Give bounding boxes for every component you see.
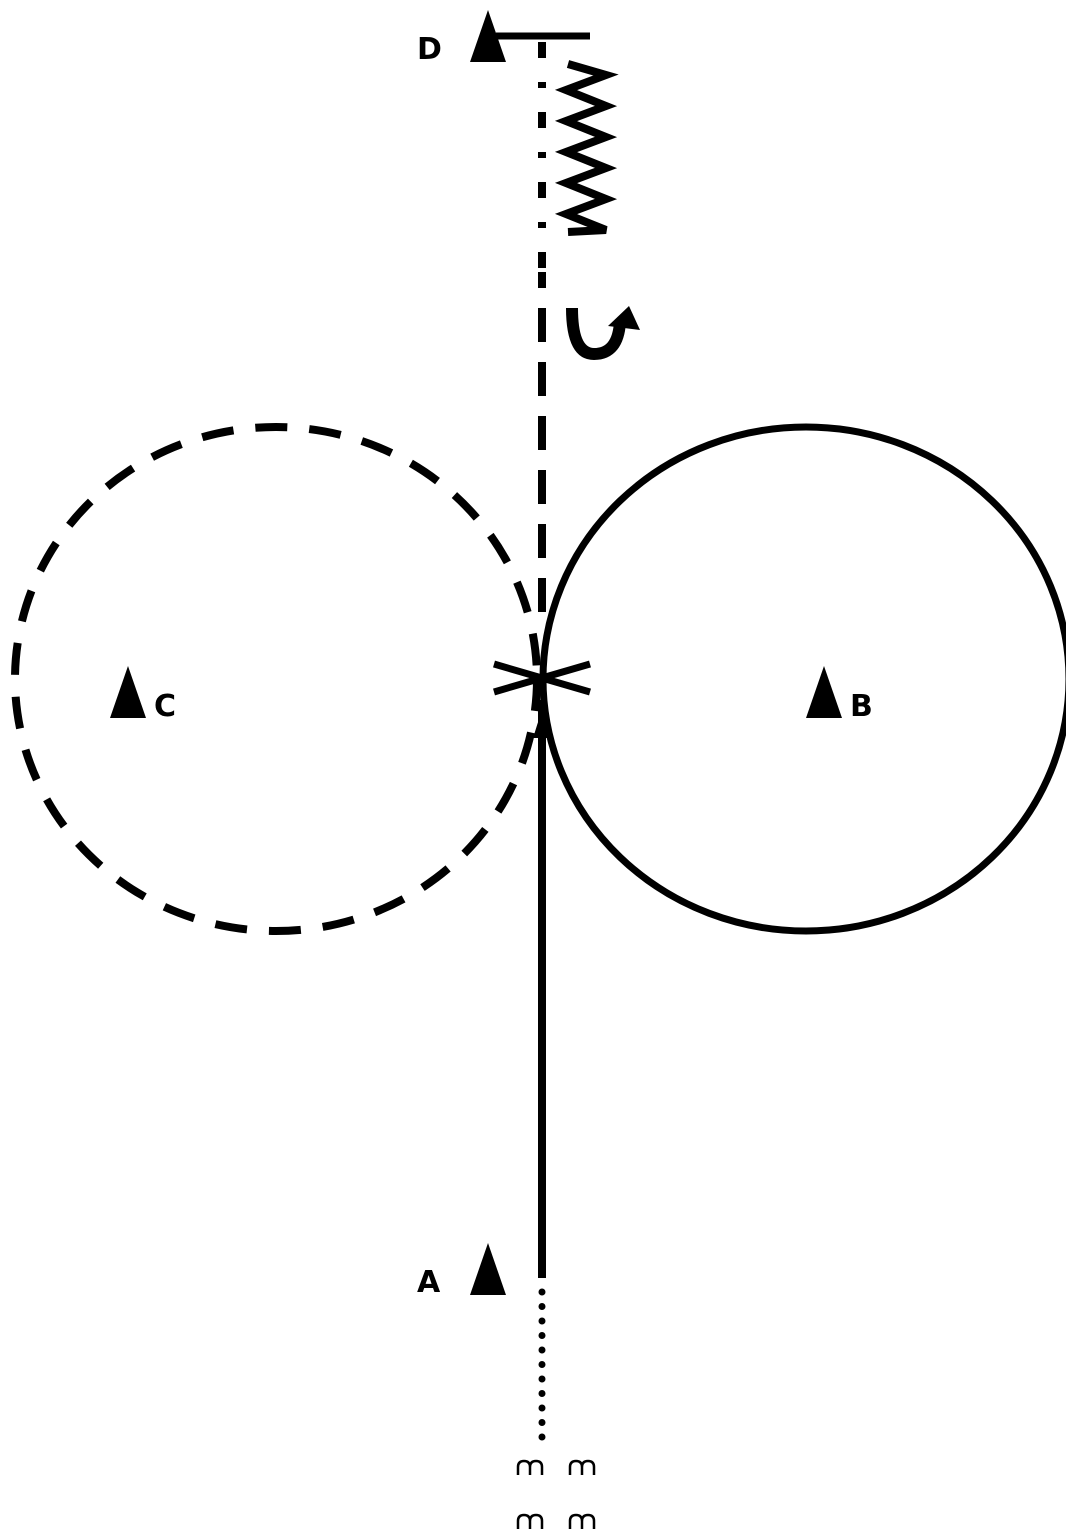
zigzag-spring-icon bbox=[554, 60, 619, 236]
solid-circle-b bbox=[539, 423, 1066, 935]
traffic-cone-icon bbox=[806, 666, 842, 718]
label-a: A bbox=[417, 1265, 441, 1300]
footprints-icon bbox=[516, 1459, 596, 1531]
cross-mark-icon bbox=[493, 660, 591, 696]
dashed-circle-c bbox=[11, 423, 541, 935]
traffic-cone-icon bbox=[110, 666, 146, 718]
u-turn-arrow-icon bbox=[566, 306, 640, 361]
traffic-cone-icon bbox=[470, 1243, 506, 1295]
label-c: C bbox=[154, 689, 176, 724]
label-b: B bbox=[850, 689, 873, 724]
label-d: D bbox=[417, 32, 442, 67]
